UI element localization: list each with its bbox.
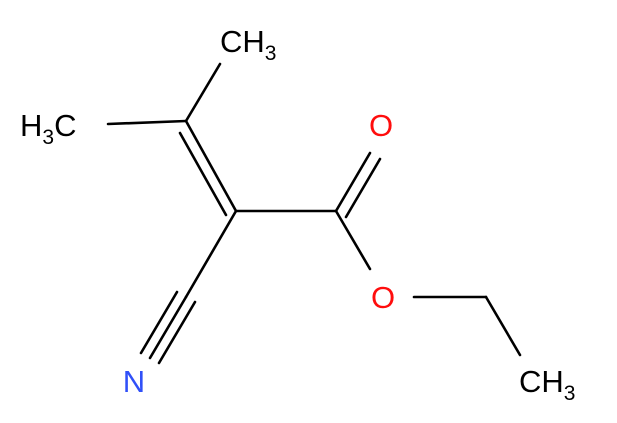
bond-nitrile-triple-center: [148, 295, 188, 360]
bond-nitrile-triple-upper: [139, 290, 179, 355]
atom-label-carbonyl-oxygen: O: [369, 108, 393, 143]
bond-isopropylidene-to-left-methyl: [106, 119, 188, 126]
bond-cc-double-outer: [184, 119, 238, 213]
bond-nitrile-triple-lower: [157, 300, 197, 365]
atom-label-left-methyl: H3C: [20, 108, 76, 149]
atom-label-ethyl-methyl: CH3: [519, 364, 575, 405]
atom-label-nitrile-nitrogen: N: [123, 364, 145, 399]
bond-alpha-to-nitrile-carbon: [184, 209, 238, 299]
bond-cc-double-inner: [178, 131, 228, 217]
bond-ethyl-to-methyl: [484, 295, 522, 357]
atom-label-ester-oxygen: O: [371, 280, 395, 315]
atom-label-top-methyl: CH3: [220, 24, 276, 65]
bond-isopropylidene-to-top-methyl: [184, 62, 222, 123]
bond-carbonyl-to-ester-o: [334, 209, 372, 271]
bond-carbonyl-double-inner: [344, 157, 382, 219]
bond-carbonyl-double-outer: [334, 151, 372, 213]
